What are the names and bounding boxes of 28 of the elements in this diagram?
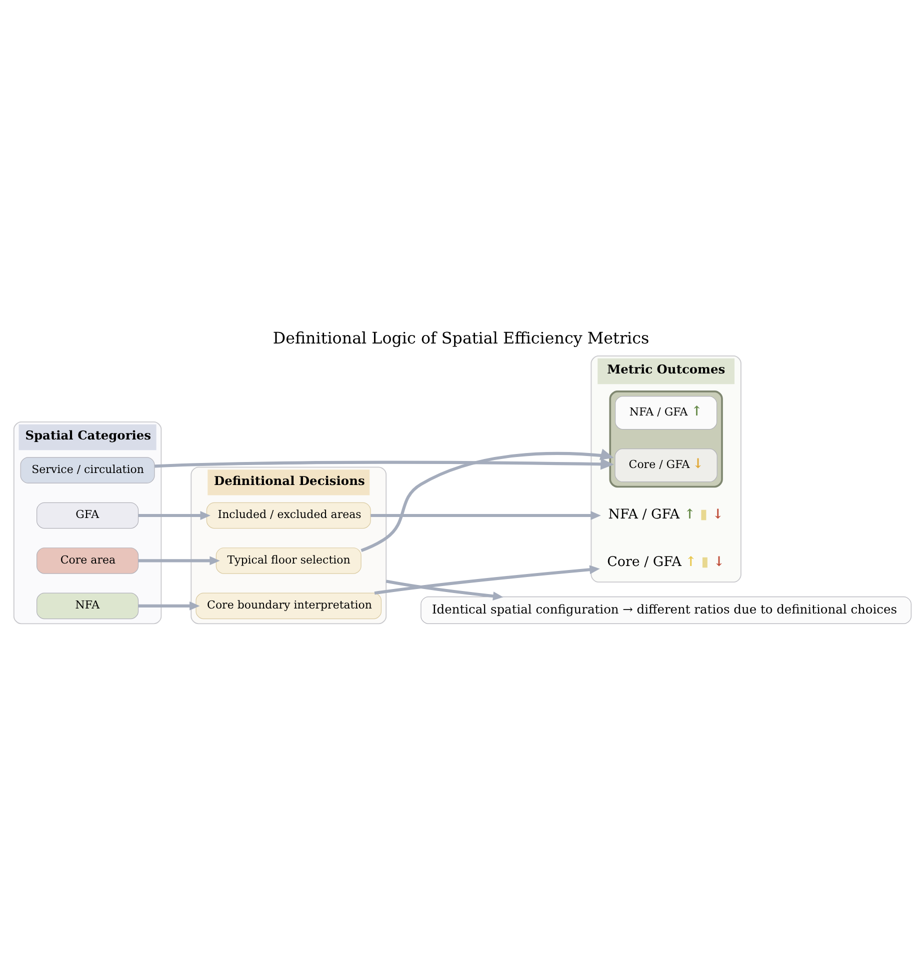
node-label: ↑ xyxy=(685,553,697,570)
node-text: Core / GFA xyxy=(607,554,682,570)
arrow xyxy=(374,564,600,594)
node-label: ↑ xyxy=(684,506,696,522)
node-box: Identical spatial configuration → different ratios due to definitional choices xyxy=(420,596,912,624)
arrow xyxy=(138,600,200,610)
node-label: ▮ xyxy=(700,506,708,522)
cluster xyxy=(609,390,723,488)
node-box: Core boundary interpretation xyxy=(196,592,382,619)
node-label: ↓ xyxy=(712,506,724,522)
arrow xyxy=(154,458,614,470)
arrow xyxy=(386,579,504,600)
arrow xyxy=(138,510,210,520)
node-box: Typical floor selection xyxy=(216,547,362,574)
arrow xyxy=(138,556,220,565)
arrow xyxy=(360,448,614,552)
node-label: ↓ xyxy=(713,553,725,570)
node-label: ▮ xyxy=(701,553,709,570)
node-box: NFA / GFA ↑ xyxy=(615,395,718,430)
node-text: NFA / GFA xyxy=(608,506,680,522)
node-box: NFA xyxy=(36,592,139,619)
arrow xyxy=(370,510,601,520)
node-box: Core area xyxy=(36,547,139,574)
node-box: Service / circulation xyxy=(20,456,155,483)
node-box: GFA xyxy=(36,502,139,528)
diagram-title: Definitional Logic of Spatial Efficiency Metrics xyxy=(272,328,650,348)
node-box: Included / excluded areas xyxy=(206,502,371,528)
node-box: Core / GFA ↓ xyxy=(614,448,718,482)
